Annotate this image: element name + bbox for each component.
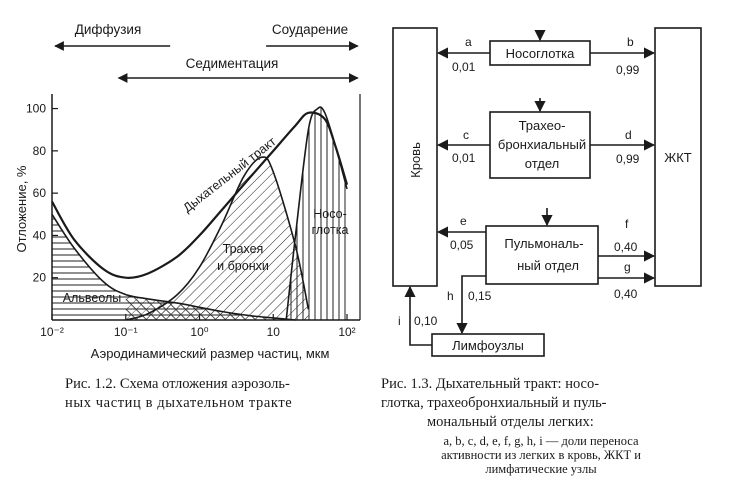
diffusion-label: Диффузия [75,22,142,37]
figure-1-3-caption-line-1: Рис. 1.3. Дыхательный тракт: носо- [381,376,600,392]
sedimentation-label: Седиментация [186,56,279,71]
x-tick-label: 10² [338,325,355,339]
flow-h-arrow [456,275,486,335]
flow-b-letter: b [627,35,634,49]
flow-f-value: 0,40 [614,240,638,254]
flow-a-value: 0,01 [452,60,476,74]
chart-axes [51,94,361,321]
curve-total-respiratory [51,111,349,279]
x-tick-label: 10 [267,325,281,339]
compartment-diagram [392,27,702,357]
y-tick-label: 80 [33,144,47,158]
flow-g-letter: g [624,260,631,274]
figure-1-3-caption: Рис. 1.3. Дыхательный тракт: носо- глотк… [381,375,701,432]
area-tracheobronchial [125,157,309,320]
tracheo-label-1: Трахео- [519,118,566,133]
figure-1-3-caption-line-3: мональный отделы легких: [427,414,594,430]
flow-g-value: 0,40 [614,287,638,301]
tracheo-label-2: бронхиальный [498,137,586,152]
gi-tract-box [654,27,702,287]
flow-a-letter: a [465,35,472,49]
flow-d-letter: d [625,128,632,142]
y-axis-label: Отложение, % [14,165,29,252]
y-tick-label: 100 [26,102,46,116]
flow-c-letter: c [463,128,469,142]
figure-1-2-caption-line-1: Рис. 1.2. Схема отложения аэрозоль- [65,376,290,392]
figure-1-3-note-line-2: активности из легких в кровь, ЖКТ и [441,448,641,462]
tracheo-label-3: отдел [525,156,559,171]
y-tick-label: 60 [33,186,47,200]
flow-b-value: 0,99 [616,63,640,77]
label-alveoli: Альвеолы [63,291,122,305]
curve-alveoli [51,213,296,321]
impaction-label: Соударение [272,22,348,37]
flow-h-value: 0,15 [468,289,492,303]
flow-i-letter: i [398,314,401,328]
x-tick-label: 10⁻² [40,325,64,339]
curve-tracheobronchial [125,156,310,321]
y-tick-label: 40 [33,228,47,242]
area-alveoli [52,214,296,320]
curve-nasopharynx [285,106,348,321]
flow-f-letter: f [625,217,629,231]
flow-i-value: 0,10 [414,314,438,328]
chart-ticks: 10⁻² 10⁻¹ 10⁰ 10 10² 20 40 60 80 100Аэродинамичес… [14,102,356,361]
pulmonary-box [485,225,599,285]
flow-d-value: 0,99 [616,152,640,166]
figure-1-2-caption-line-2: ных частиц в дыхательном тракте [65,395,293,411]
deposition-areas [52,107,347,321]
deposition-curves [51,106,349,321]
gi-tract-label: ЖКТ [664,150,692,165]
figure-1-3-note-line-1: a, b, c, d, e, f, g, h, i — доли перенос… [443,434,639,448]
area-overlap [125,294,296,320]
figure-1-2-caption: Рис. 1.2. Схема отложения аэрозоль- ных … [65,375,355,413]
figure-1-3-note: a, b, c, d, e, f, g, h, i — доли перенос… [381,434,701,476]
area-nasopharynx [286,107,347,321]
lymph-nodes-label: Лимфоузлы [452,338,524,353]
pulmonary-label-2: ный отдел [517,258,579,273]
flow-e-value: 0,05 [450,238,474,252]
pulmonary-label-1: Пульмональ- [504,236,583,251]
figure-1-3-caption-line-2: глотка, трахеобронхиальный и пуль- [381,395,607,411]
label-nasopharynx-1: Носо- [313,207,346,221]
diagram-labels: Кровь ЖКТ Носоглотка Трахео- бронхиальны… [398,35,692,353]
label-tracheo-1: Трахея [223,242,264,256]
figure-1-3-note-line-3: лимфатические узлы [485,462,597,476]
flow-e-letter: e [460,214,467,228]
y-tick-label: 20 [33,271,47,285]
blood-label: Кровь [408,142,423,178]
label-tracheo-2: и бронхи [217,259,269,273]
x-tick-label: 10⁰ [190,325,208,339]
label-nasopharynx-2: глотка [312,223,349,237]
nasopharynx-label: Носоглотка [506,46,576,61]
flow-c-value: 0,01 [452,151,476,165]
flow-h-letter: h [447,289,454,303]
x-tick-label: 10⁻¹ [114,325,138,339]
flow-i-arrow [404,285,432,346]
x-axis-label: Аэродинамический размер частиц, мкм [91,346,330,361]
